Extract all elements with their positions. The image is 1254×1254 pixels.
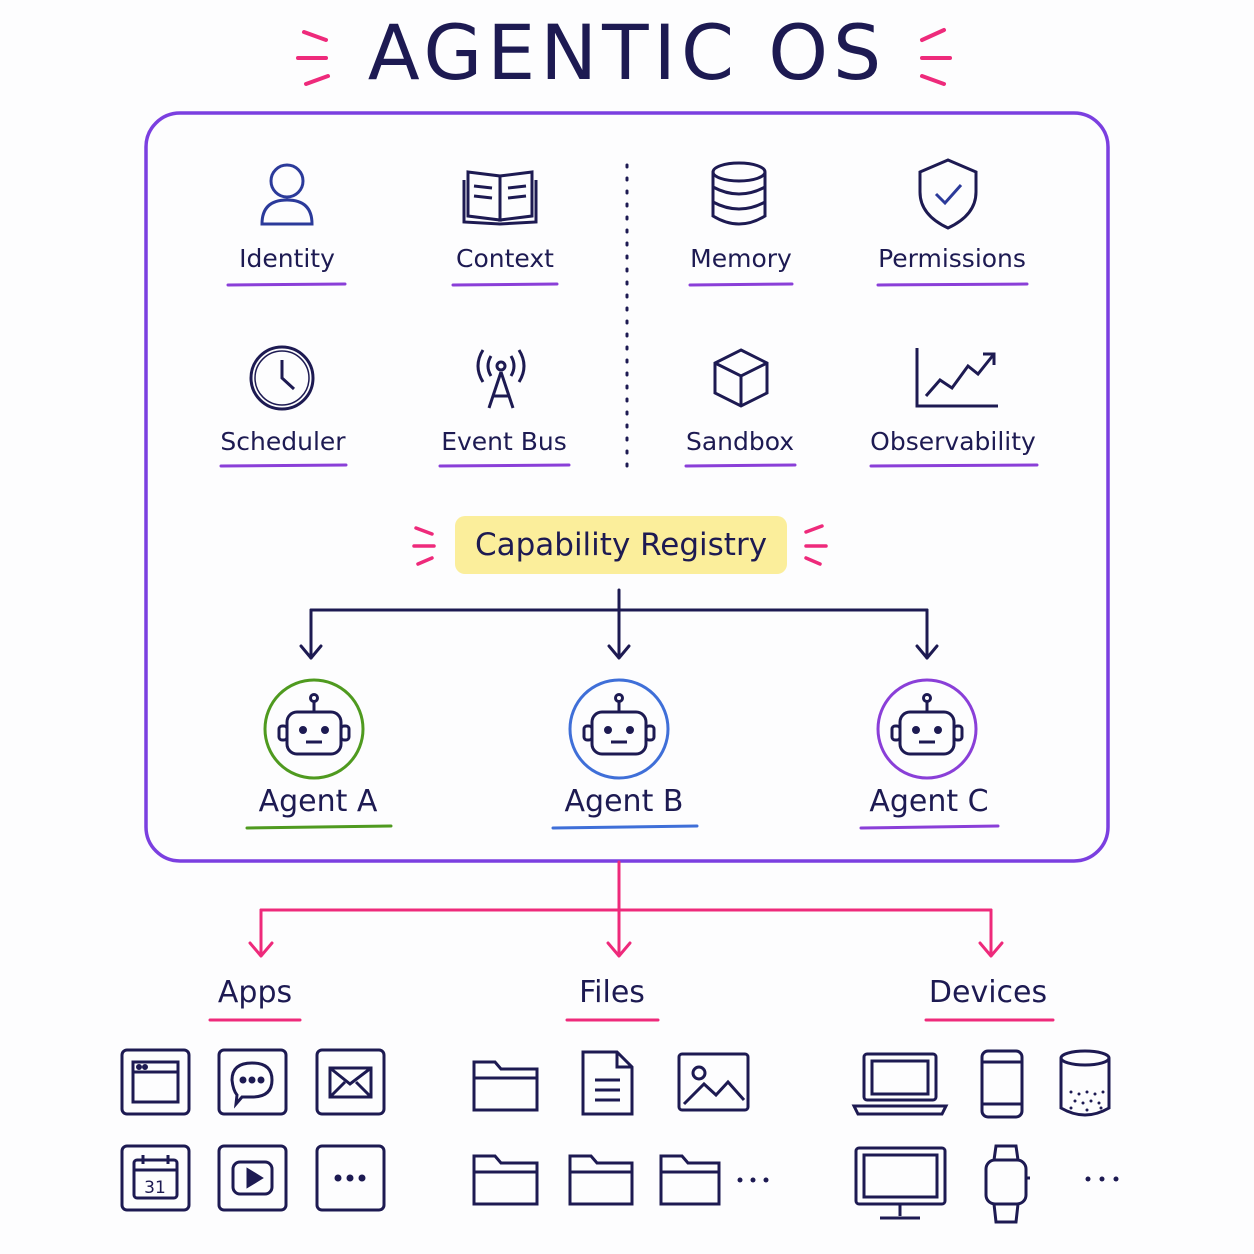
smart-speaker-icon bbox=[1059, 1049, 1111, 1117]
phone-icon bbox=[980, 1049, 1024, 1119]
mail-icon bbox=[315, 1048, 386, 1116]
context-label: Context bbox=[456, 244, 554, 273]
memory-label: Memory bbox=[690, 244, 792, 273]
agent-c-label: Agent C bbox=[869, 784, 989, 819]
laptop-icon bbox=[851, 1052, 949, 1116]
devices-label: Devices bbox=[928, 975, 1048, 1010]
more-files-ellipsis-icon bbox=[737, 1177, 769, 1183]
calendar-day-text: 31 bbox=[144, 1178, 166, 1198]
agent-a-label: Agent A bbox=[258, 784, 378, 819]
browser-window-icon bbox=[120, 1048, 191, 1116]
identity-icon bbox=[260, 163, 314, 226]
folder-icon bbox=[472, 1060, 539, 1112]
registry-arrows bbox=[299, 588, 939, 660]
folder-icon bbox=[472, 1154, 539, 1206]
document-icon bbox=[581, 1050, 634, 1116]
observability-label: Observability bbox=[870, 427, 1036, 456]
book-icon bbox=[462, 170, 538, 226]
service-underlines bbox=[219, 282, 1039, 468]
agent-b-underline bbox=[551, 824, 699, 830]
permissions-label: Permissions bbox=[878, 244, 1026, 273]
folder-icon bbox=[568, 1154, 634, 1206]
agent-b-label: Agent B bbox=[564, 784, 684, 819]
database-icon bbox=[711, 161, 767, 226]
agent-c-underline bbox=[859, 824, 1000, 830]
smartwatch-icon bbox=[984, 1144, 1030, 1224]
folder-icon bbox=[659, 1154, 721, 1206]
cube-icon bbox=[713, 348, 769, 408]
scheduler-label: Scheduler bbox=[220, 427, 346, 456]
chat-icon bbox=[217, 1048, 288, 1116]
monitor-icon bbox=[854, 1146, 947, 1220]
agent-a-robot-icon bbox=[263, 678, 365, 780]
clock-icon bbox=[249, 345, 315, 411]
title-sparks-right bbox=[920, 28, 952, 86]
video-play-icon bbox=[217, 1144, 288, 1212]
output-arrows bbox=[248, 860, 1004, 958]
shield-icon bbox=[918, 158, 978, 230]
calendar-icon bbox=[120, 1144, 191, 1212]
title-sparks-left bbox=[296, 30, 330, 86]
sandbox-label: Sandbox bbox=[685, 427, 795, 456]
agent-c-robot-icon bbox=[876, 678, 978, 780]
event-bus-label: Event Bus bbox=[441, 427, 567, 456]
image-icon bbox=[677, 1052, 750, 1112]
identity-label: Identity bbox=[239, 244, 335, 273]
registry-sparks bbox=[412, 524, 828, 566]
agent-b-robot-icon bbox=[568, 678, 670, 780]
more-apps-icon bbox=[315, 1144, 386, 1212]
antenna-icon bbox=[476, 349, 526, 409]
files-label: Files bbox=[579, 975, 645, 1010]
apps-label: Apps bbox=[217, 975, 293, 1010]
capability-registry: Capability Registry bbox=[455, 516, 787, 574]
more-devices-ellipsis-icon bbox=[1085, 1176, 1119, 1182]
os-frame bbox=[144, 111, 1110, 863]
agent-a-underline bbox=[245, 824, 393, 830]
trend-chart-icon bbox=[915, 348, 998, 408]
page-title: AGENTIC OS bbox=[367, 8, 887, 97]
